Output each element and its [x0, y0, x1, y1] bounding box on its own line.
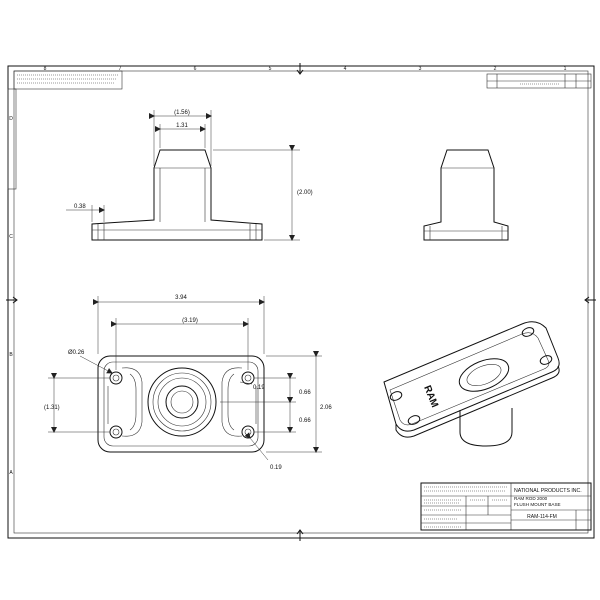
center-mark-left: [6, 296, 18, 304]
zone-rows: D C B A: [9, 116, 13, 476]
zone-col-label: 7: [119, 66, 122, 72]
zone-col-label: 6: [194, 66, 197, 72]
title-company: NATIONAL PRODUCTS INC.: [514, 488, 582, 494]
dim-plan-overall-height: 2.06: [320, 405, 332, 411]
zone-row-label: B: [9, 352, 13, 358]
zone-col-label: 3: [419, 66, 422, 72]
title-description-1: RAM ROD 2000: [514, 496, 548, 501]
zone-columns: 8 7 6 5 4 3 2 1: [44, 66, 567, 72]
zone-row-label: A: [9, 470, 13, 476]
plan-view: [97, 355, 265, 453]
sheet-border-outer: [7, 65, 595, 539]
proprietary-notice: [13, 70, 123, 90]
plan-view-dimensions: 3.94 (3.19) Ø0.26 (1.31) 0.66 0.66 2.06 …: [44, 295, 332, 471]
revision-block: [486, 73, 592, 89]
dim-plan-right-1: 0.66: [299, 390, 311, 396]
dim-plan-right-2: 0.66: [299, 418, 311, 424]
dim-plan-hole-dia: Ø0.26: [68, 350, 85, 356]
front-view-dimensions: (1.56) 1.31 (2.00) 0.38: [66, 110, 313, 241]
title-block: NATIONAL PRODUCTS INC. RAM ROD 2000 FLUS…: [420, 482, 592, 531]
iso-brand-label: RAM: [421, 384, 440, 409]
zone-col-label: 2: [494, 66, 497, 72]
center-mark-top: [296, 63, 304, 75]
zone-row-label: D: [9, 116, 13, 122]
dim-plan-overall-width: 3.94: [175, 295, 187, 301]
dim-plan-left-height: (1.31): [44, 405, 60, 411]
dim-plan-radius-1: 0.19: [253, 385, 265, 391]
center-mark-right: [584, 296, 596, 304]
zone-row-label: C: [9, 234, 13, 240]
title-description-2: FLUSH MOUNT BASE: [514, 502, 561, 507]
dim-plan-hole-spacing: (3.19): [182, 318, 198, 324]
dim-front-top-outer: (1.56): [174, 110, 190, 116]
zone-col-label: 8: [44, 66, 47, 72]
isometric-view: RAM: [383, 321, 560, 447]
zone-col-label: 4: [344, 66, 347, 72]
dim-front-height: (2.00): [297, 190, 313, 196]
dim-plan-radius-2: 0.19: [270, 465, 282, 471]
title-part-number: RAM-114-FM: [527, 514, 557, 520]
front-view: [91, 149, 263, 241]
left-margin-strip: [7, 88, 17, 190]
zone-col-label: 1: [564, 66, 567, 72]
dim-front-flange: 0.38: [74, 204, 86, 210]
side-view: [423, 149, 509, 241]
zone-col-label: 5: [269, 66, 272, 72]
center-mark-bottom: [296, 529, 304, 541]
dim-front-top-inner: 1.31: [176, 123, 188, 129]
